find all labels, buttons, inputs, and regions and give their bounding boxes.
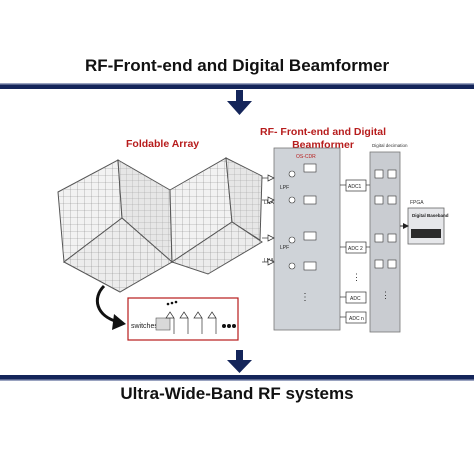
vertical-dots: ⋮ xyxy=(381,290,390,300)
adcn-label: ADC n xyxy=(349,316,364,322)
adc-label: ADC xyxy=(350,296,361,302)
decimation-label: Digital decimation xyxy=(372,143,408,148)
vertical-dots: ⋮ xyxy=(352,272,361,282)
bottom-band xyxy=(0,375,474,381)
switches-label: switches xyxy=(131,323,158,330)
bottom-title: Ultra-Wide-Band RF systems xyxy=(120,384,354,403)
baseband-label: Digital Baseband xyxy=(412,213,449,218)
digital-decimation-panel: Digital decimation ⋮ xyxy=(366,143,408,333)
vertical-dots: ⋮ xyxy=(300,292,310,303)
switches-inset: switches xyxy=(127,297,239,341)
chip-label: OS-CDR xyxy=(296,154,316,160)
top-band xyxy=(0,83,474,89)
lpf-label: LPF xyxy=(280,245,289,251)
adc1-label: ADC1 xyxy=(348,184,362,190)
fpga-block: FPGA Digital Baseband xyxy=(400,200,449,245)
input-lines xyxy=(262,174,275,266)
diagram-title: RF-Front-end and Digital Beamformer xyxy=(84,56,390,75)
down-arrow-icon xyxy=(227,350,252,373)
adc2-label: ADC 2 xyxy=(348,246,363,252)
curved-arrow-icon xyxy=(95,284,119,324)
lpf-label: LPF xyxy=(280,185,289,191)
fpga-label: FPGA xyxy=(410,200,424,206)
adc-blocks: ADC1 ADC 2 ADC ADC n ⋮ xyxy=(340,179,367,324)
foldable-array-label: Foldable Array xyxy=(126,138,200,150)
down-arrow-icon xyxy=(227,90,252,115)
lna-label: LNA xyxy=(264,200,274,206)
foldable-array-graphic xyxy=(57,157,263,293)
rf-frontend-chip: OS-CDR LPF LPF LNA LNA ⋮ xyxy=(264,147,341,331)
